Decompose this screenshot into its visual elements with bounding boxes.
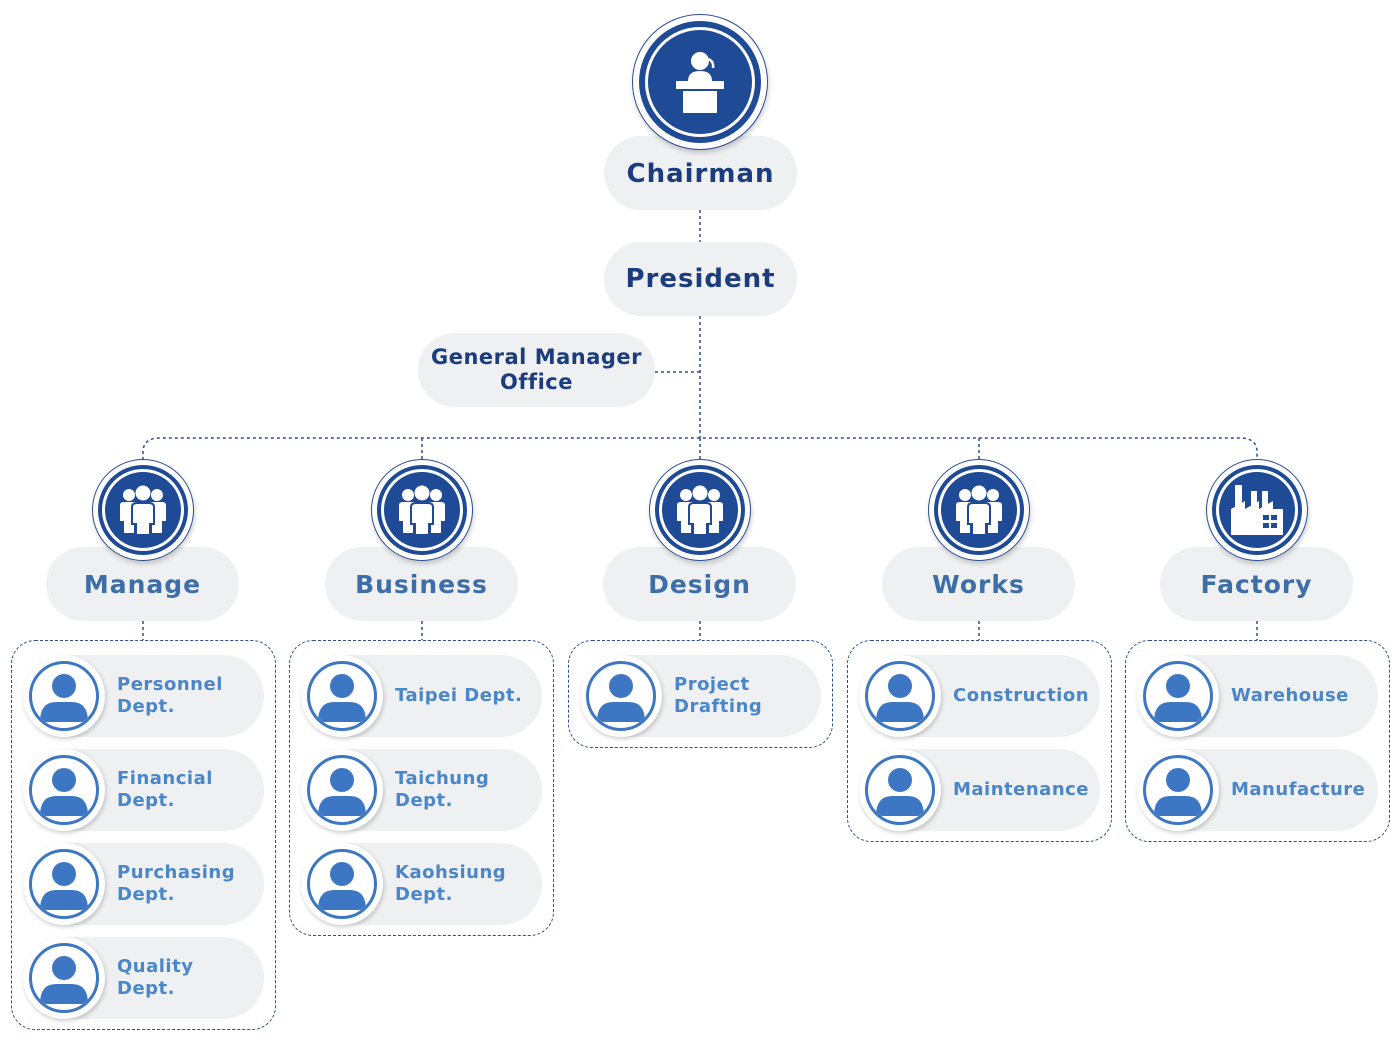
- president-node[interactable]: President: [604, 242, 797, 316]
- unit-avatar: [1137, 655, 1219, 737]
- dept-units-box-business: [289, 640, 554, 936]
- unit-item[interactable]: Maintenance: [859, 749, 1100, 831]
- person-avatar-icon: [876, 674, 924, 722]
- person-avatar-icon: [318, 768, 366, 816]
- dept-node-factory[interactable]: Factory: [1160, 547, 1353, 621]
- person-avatar-icon: [40, 674, 88, 722]
- person-avatar-icon: [876, 768, 924, 816]
- person-avatar-icon: [318, 674, 366, 722]
- dept-badge-factory: [1206, 459, 1308, 561]
- person-avatar-icon: [40, 862, 88, 910]
- dept-units-box-manage: [11, 640, 276, 1030]
- president-label: President: [625, 264, 776, 294]
- general-manager-office-node[interactable]: General Manager Office: [418, 333, 655, 407]
- unit-item[interactable]: Purchasing Dept.: [23, 843, 264, 925]
- unit-avatar: [23, 843, 105, 925]
- unit-item[interactable]: Financial Dept.: [23, 749, 264, 831]
- unit-item[interactable]: Warehouse: [1137, 655, 1378, 737]
- people-group-icon: [677, 485, 723, 535]
- general-manager-office-label: General Manager Office: [430, 345, 643, 394]
- unit-avatar: [23, 937, 105, 1019]
- unit-item[interactable]: Taipei Dept.: [301, 655, 542, 737]
- dept-badge-design: [649, 459, 751, 561]
- unit-item[interactable]: Kaohsiung Dept.: [301, 843, 542, 925]
- unit-avatar: [580, 655, 662, 737]
- dept-badge-works: [928, 459, 1030, 561]
- people-group-icon: [120, 485, 166, 535]
- dept-units-box-works: [847, 640, 1112, 842]
- unit-label: Purchasing Dept.: [117, 862, 236, 905]
- dept-node-business[interactable]: Business: [325, 547, 518, 621]
- person-avatar-icon: [1154, 768, 1202, 816]
- people-group-icon: [956, 485, 1002, 535]
- unit-avatar: [301, 749, 383, 831]
- unit-item[interactable]: Personnel Dept.: [23, 655, 264, 737]
- dept-label: Works: [932, 569, 1025, 599]
- person-avatar-icon: [1154, 674, 1202, 722]
- unit-label: Quality Dept.: [117, 956, 194, 999]
- unit-avatar: [859, 655, 941, 737]
- unit-avatar: [1137, 749, 1219, 831]
- dept-badge-manage: [92, 459, 194, 561]
- dept-label: Factory: [1200, 569, 1313, 599]
- unit-label: Construction: [953, 685, 1090, 706]
- unit-label: Manufacture: [1231, 779, 1366, 800]
- person-avatar-icon: [40, 956, 88, 1004]
- unit-label: Kaohsiung Dept.: [395, 862, 507, 905]
- unit-label: Maintenance: [953, 779, 1090, 800]
- podium-speaker-icon: [676, 52, 724, 113]
- unit-label: Project Drafting: [674, 674, 763, 717]
- unit-label: Personnel Dept.: [117, 674, 223, 717]
- unit-label: Warehouse: [1231, 685, 1349, 706]
- unit-item[interactable]: Manufacture: [1137, 749, 1378, 831]
- unit-avatar: [301, 843, 383, 925]
- unit-avatar: [23, 655, 105, 737]
- unit-item[interactable]: Quality Dept.: [23, 937, 264, 1019]
- dept-label: Manage: [83, 569, 202, 599]
- unit-avatar: [301, 655, 383, 737]
- chairman-badge: [632, 14, 768, 150]
- dept-units-box-design: [568, 640, 833, 748]
- unit-avatar: [859, 749, 941, 831]
- chairman-label: Chairman: [626, 159, 775, 189]
- person-avatar-icon: [597, 674, 645, 722]
- dept-bus-line: [142, 437, 1258, 460]
- unit-label: Taipei Dept.: [395, 685, 523, 706]
- unit-label: Taichung Dept.: [395, 768, 490, 811]
- dept-badge-business: [371, 459, 473, 561]
- dept-units-box-factory: [1125, 640, 1390, 842]
- person-avatar-icon: [40, 768, 88, 816]
- people-group-icon: [399, 485, 445, 535]
- unit-item[interactable]: Taichung Dept.: [301, 749, 542, 831]
- dept-label: Business: [355, 569, 488, 599]
- factory-icon: [1231, 485, 1283, 535]
- person-avatar-icon: [318, 862, 366, 910]
- dept-label: Design: [648, 569, 751, 599]
- unit-label: Financial Dept.: [117, 768, 213, 811]
- unit-item[interactable]: Project Drafting: [580, 655, 821, 737]
- unit-item[interactable]: Construction: [859, 655, 1100, 737]
- unit-avatar: [23, 749, 105, 831]
